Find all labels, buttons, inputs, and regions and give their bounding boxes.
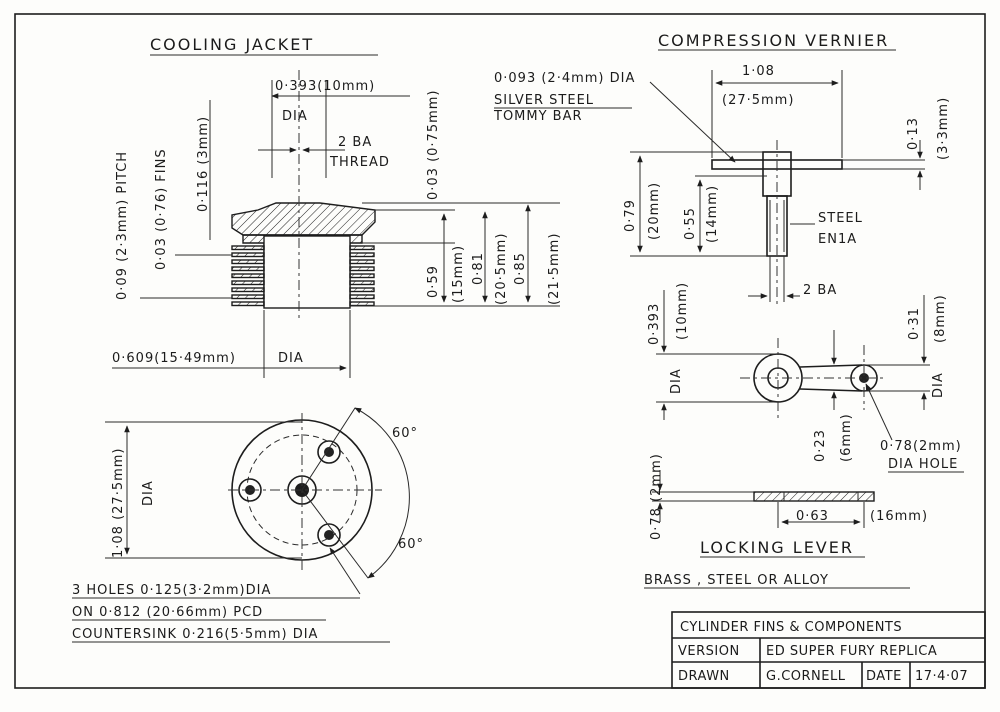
lever-title: LOCKING LEVER xyxy=(700,538,854,557)
vernier-width-mm: (27·5mm) xyxy=(722,93,794,108)
jacket-dim-116: 0·116 (3mm) xyxy=(196,116,211,212)
title-block: CYLINDER FINS & COMPONENTS VERSION ED SU… xyxy=(671,611,986,689)
cooling-fin xyxy=(349,273,375,279)
vernier-bar-name: TOMMY BAR xyxy=(493,109,583,124)
jacket-bottom-dia: DIA xyxy=(278,351,304,366)
cooling-fin xyxy=(349,280,375,286)
title-block-date-value: 17·4·07 xyxy=(915,669,968,684)
vernier-dim-055: 0·55 xyxy=(683,207,698,240)
title-block-version-label: VERSION xyxy=(678,644,740,659)
plan-hole-left xyxy=(238,478,262,502)
plan-note-1: 3 HOLES 0·125(3·2mm)DIA xyxy=(72,583,271,598)
cooling-fin xyxy=(231,252,265,258)
jacket-fins: 0·03 (0·76) FINS xyxy=(154,148,169,270)
vernier-dim-079: 0·79 xyxy=(623,199,638,232)
jacket-dim-059: 0·59 xyxy=(426,265,441,298)
cooling-fin xyxy=(231,266,265,272)
lever-dim-031: 0·31 xyxy=(907,307,922,340)
sheet-border xyxy=(14,13,986,689)
lever-dim-10: (10mm) xyxy=(675,282,690,340)
jacket-thread-word: THREAD xyxy=(329,155,390,170)
vernier-en1a: EN1A xyxy=(818,232,857,247)
cooling-fin xyxy=(349,252,375,258)
vernier-dim-33: (3·3mm) xyxy=(936,97,951,160)
lever-dim-8: (8mm) xyxy=(933,294,948,343)
jacket-dim-15mm: (15mm) xyxy=(451,245,466,303)
title-block-version-value: ED SUPER FURY REPLICA xyxy=(766,644,937,659)
jacket-thread-size: 2 BA xyxy=(338,135,372,150)
title-block-drawn-value: G.CORNELL xyxy=(766,669,846,684)
cooling-fin xyxy=(231,259,265,265)
plan-hole-top xyxy=(317,440,341,464)
vernier-bar-material: SILVER STEEL xyxy=(494,93,594,108)
locking-lever: 0·393 (10mm) DIA 0·31 (8mm) DIA 0·23 (6m… xyxy=(644,282,964,589)
vernier-width-dim: 1·08 xyxy=(742,64,775,79)
jacket-dim-081: 0·81 xyxy=(471,252,486,285)
jacket-top-dim: 0·393(10mm) xyxy=(275,79,375,94)
cooling-fin xyxy=(349,287,375,293)
title-block-drawn-label: DRAWN xyxy=(678,669,730,684)
vernier-thread: 2 BA xyxy=(803,283,837,298)
plan-dia-word: DIA xyxy=(141,480,156,506)
cooling-fin xyxy=(349,301,375,307)
compression-vernier: COMPRESSION VERNIER 0·093 (2·4mm) DIA SI… xyxy=(493,31,951,306)
lever-material: BRASS , STEEL OR ALLOY xyxy=(644,573,829,588)
plan-view: 60° 60° 1·08 (27·5mm) DIA 3 HOLES 0·125(… xyxy=(72,407,424,643)
cooling-fin xyxy=(349,259,375,265)
title-block-date-label: DATE xyxy=(866,669,902,684)
jacket-dim-215: (21·5mm) xyxy=(547,233,562,305)
lever-thick-dim: 0·78 (2mm) xyxy=(649,453,664,540)
title-block-title: CYLINDER FINS & COMPONENTS xyxy=(680,620,902,635)
lever-len-mm: (16mm) xyxy=(870,509,928,524)
vernier-dim-013: 0·13 xyxy=(906,117,921,150)
lever-len-dim: 0·63 xyxy=(796,509,829,524)
lever-dim-0393: 0·393 xyxy=(647,303,662,345)
cooling-fin xyxy=(231,301,265,307)
jacket-dim-085: 0·85 xyxy=(513,252,528,285)
plan-note-2: ON 0·812 (20·66mm) PCD xyxy=(72,605,263,620)
jacket-bottom-dim: 0·609(15·49mm) xyxy=(112,351,236,366)
lever-hole-dim: 0·78(2mm) xyxy=(880,439,962,454)
jacket-dim-003: 0·03 (0·75mm) xyxy=(426,90,441,201)
lever-side-view xyxy=(753,491,875,502)
cooling-fin xyxy=(349,245,375,251)
lever-dim-6: (6mm) xyxy=(839,413,854,462)
vernier-title: COMPRESSION VERNIER xyxy=(658,31,889,50)
jacket-dim-205: (20·5mm) xyxy=(494,233,509,305)
lever-hole-word: DIA HOLE xyxy=(888,457,958,472)
cooling-fin xyxy=(231,273,265,279)
cooling-fin xyxy=(231,245,265,251)
lever-dim-023: 0·23 xyxy=(813,429,828,462)
cooling-fin xyxy=(231,294,265,300)
lever-dia-left: DIA xyxy=(669,368,684,394)
vernier-dim-14: (14mm) xyxy=(705,185,720,243)
cooling-fin xyxy=(231,287,265,293)
vernier-dim-20: (20mm) xyxy=(647,182,662,240)
plan-angle-top: 60° xyxy=(392,426,418,441)
cooling-fin xyxy=(231,280,265,286)
plan-hole-bottom xyxy=(317,523,341,547)
plan-note-3: COUNTERSINK 0·216(5·5mm) DIA xyxy=(72,627,318,642)
cooling-fin xyxy=(349,266,375,272)
plan-angle-bottom: 60° xyxy=(398,537,424,552)
lever-dia-right: DIA xyxy=(931,372,946,398)
jacket-top-dia: DIA xyxy=(282,109,308,124)
plan-dia-value: 1·08 (27·5mm) xyxy=(111,448,126,559)
vernier-bar-dim: 0·093 (2·4mm) DIA xyxy=(494,71,635,86)
jacket-pitch: 0·09 (2·3mm) PITCH xyxy=(115,151,130,300)
cooling-jacket-section: COOLING JACKET 0·393(10mm) DIA 2 BA THRE… xyxy=(112,35,562,378)
cooling-fin xyxy=(349,294,375,300)
cooling-jacket-title: COOLING JACKET xyxy=(150,35,314,54)
vernier-steel: STEEL xyxy=(818,211,863,226)
